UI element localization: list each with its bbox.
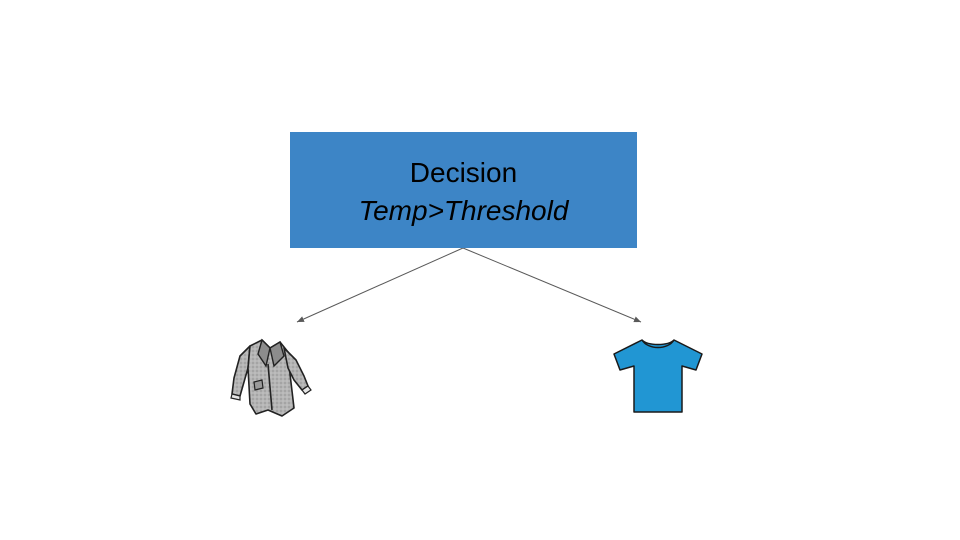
tshirt-icon <box>613 339 703 413</box>
coat-icon <box>230 338 312 417</box>
arrow-to-tshirt <box>462 247 642 323</box>
decision-condition: Temp>Threshold <box>358 195 569 226</box>
decision-title: Decision <box>409 157 518 188</box>
arrow-to-coat <box>296 247 464 323</box>
decision-node: Decision Temp>Threshold <box>290 132 637 248</box>
